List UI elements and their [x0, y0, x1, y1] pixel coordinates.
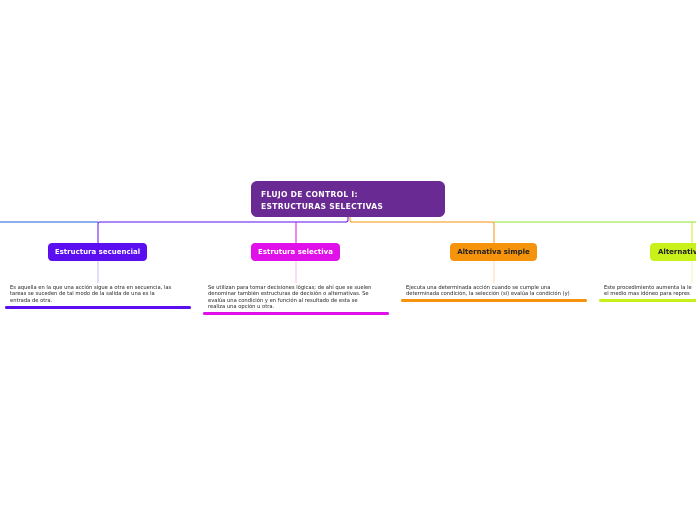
topic-alternativa-doble[interactable]: Alternativa — [650, 243, 696, 261]
description-secuencial: Es aquella en la que una acción sigue a … — [10, 285, 172, 304]
underline-secuencial — [5, 306, 191, 309]
topic-estrutura-selectiva[interactable]: Estrutura selectiva — [251, 243, 340, 261]
connector-alternativa-simple — [349, 217, 495, 243]
underline-alternativa-doble — [599, 299, 696, 302]
description-alternativa-doble: Este procedimiento aumenta la le el medi… — [604, 285, 692, 298]
description-selectiva: Se utilizan para tomar decisiones lógica… — [208, 285, 372, 310]
root-topic[interactable]: FLUJO DE CONTROL I: ESTRUCTURAS SELECTIV… — [251, 181, 445, 217]
underline-selectiva — [203, 312, 389, 315]
root-title-line-2: ESTRUCTURAS SELECTIVAS — [261, 201, 384, 211]
topic-alternativa-simple[interactable]: Alternativa simple — [450, 243, 537, 261]
underline-alternativa-simple — [401, 299, 587, 302]
description-alternativa-simple: Ejecuta una determinada acción cuando se… — [406, 285, 570, 298]
root-title-line-1: FLUJO DE CONTROL I: — [261, 190, 358, 199]
topic-estructura-secuencial[interactable]: Estructura secuencial — [48, 243, 147, 261]
connector-secuencial — [97, 217, 349, 243]
